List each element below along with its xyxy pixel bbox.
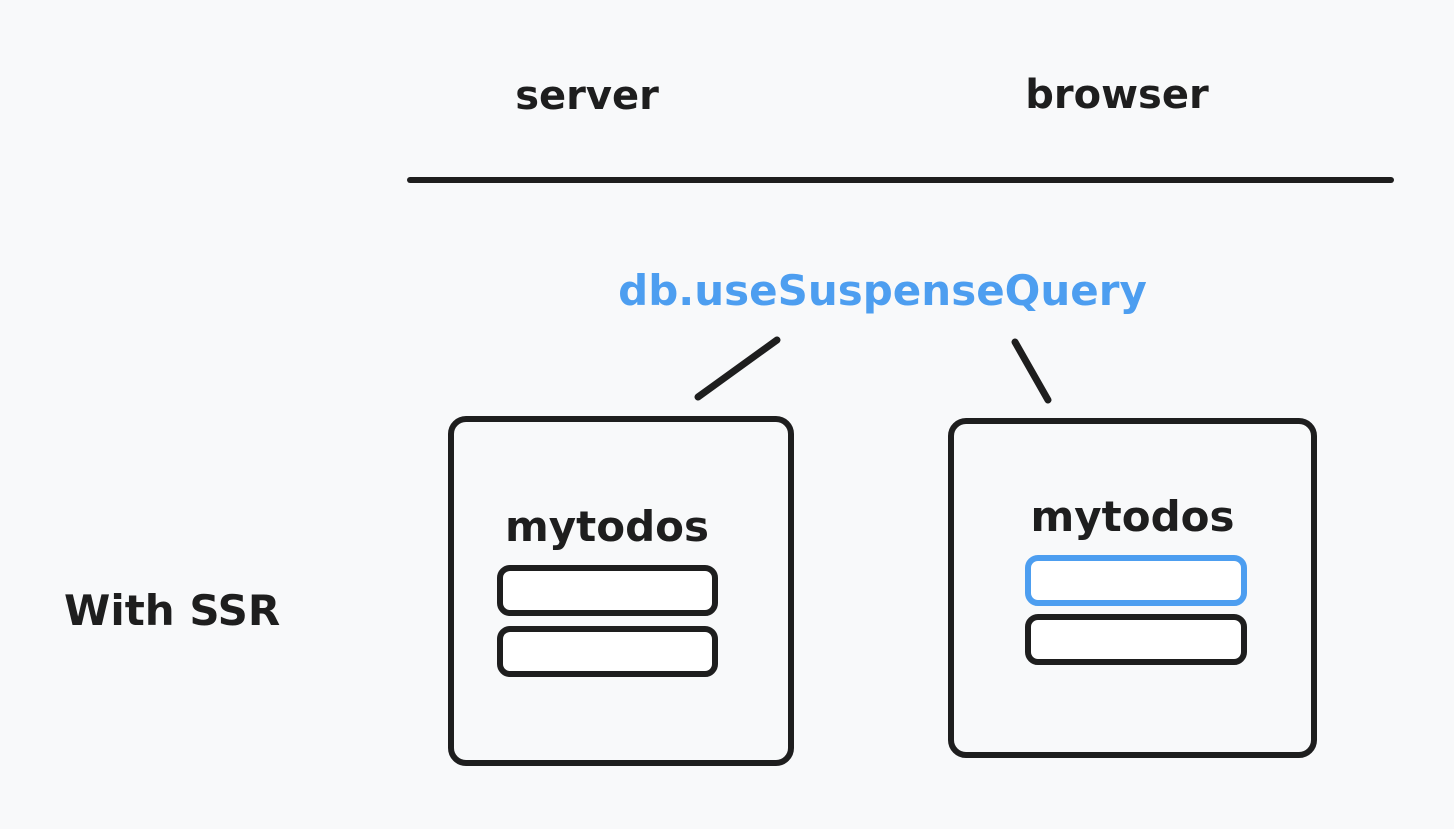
column-label-browser: browser [1025, 72, 1209, 118]
server-mytodos-box: mytodos [448, 416, 794, 766]
annotation-db-usesuspensequery: db.useSuspenseQuery [618, 266, 1147, 315]
server-box-items [497, 565, 718, 677]
header-divider-line [407, 177, 1394, 183]
column-label-server: server [515, 73, 659, 119]
row-label-with-ssr: With SSR [64, 586, 281, 635]
connector-line-right [1011, 338, 1052, 404]
todo-item [1025, 614, 1247, 665]
browser-box-title: mytodos [1030, 492, 1235, 541]
browser-box-items [1025, 555, 1247, 665]
connector-line-left [694, 336, 781, 401]
todo-item [497, 565, 718, 616]
todo-item-highlighted [1025, 555, 1247, 606]
browser-mytodos-box: mytodos [948, 418, 1317, 758]
server-box-title: mytodos [505, 502, 709, 551]
todo-item [497, 626, 718, 677]
